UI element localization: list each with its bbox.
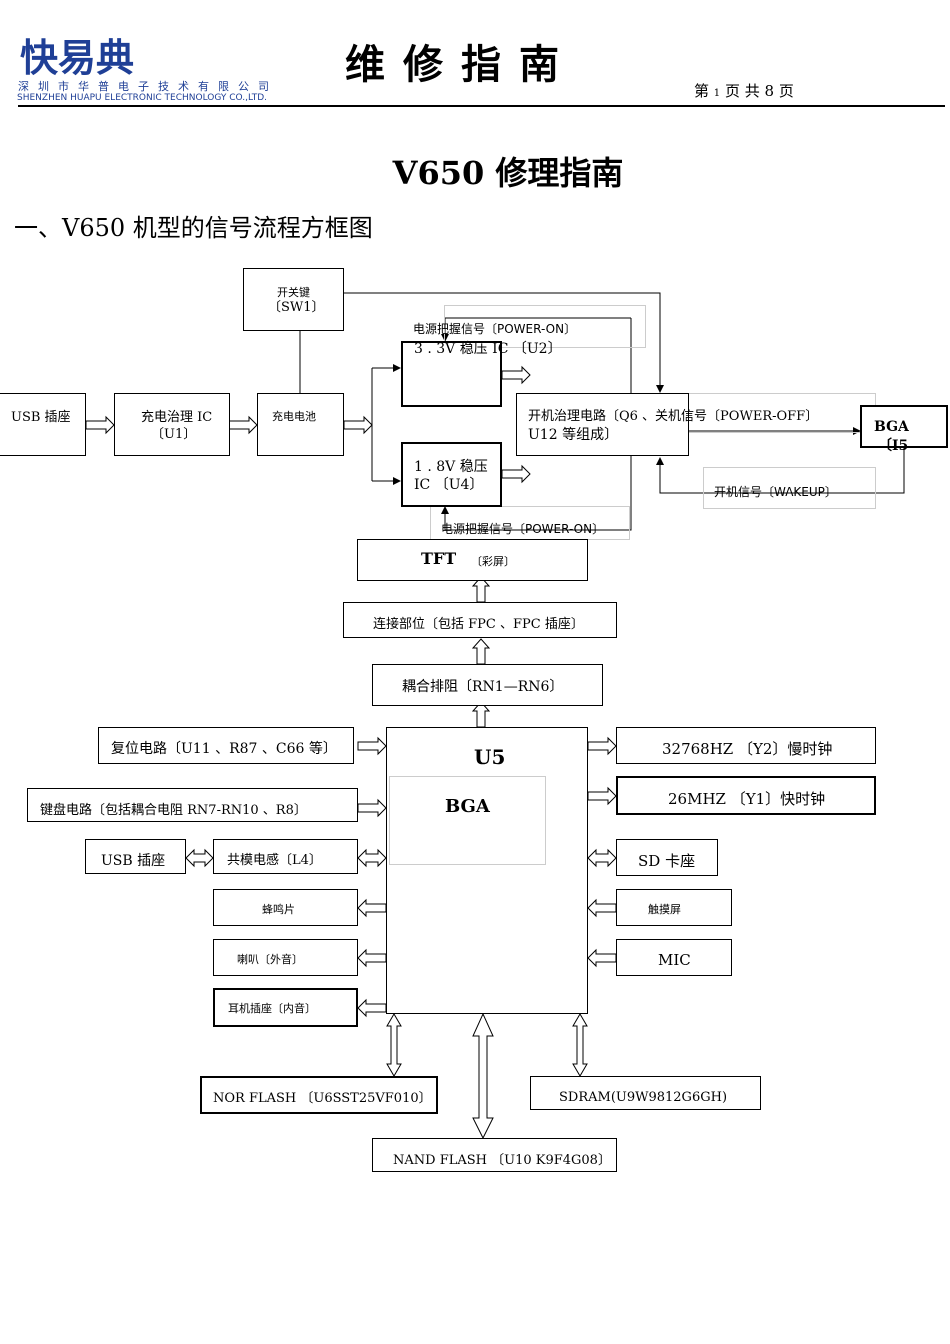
buzzer-label: 蜂鸣片 xyxy=(262,903,295,916)
regulator-33v-box: 3 . 3V 稳压 IC 〔U2〕 xyxy=(401,341,562,407)
regulator-18v-line1: 1 . 8V 稳压 xyxy=(414,459,488,475)
power-hold-bottom-label: 电源把握信号〔POWER-ON〕 xyxy=(441,522,605,536)
buzzer-box: 蜂鸣片 xyxy=(213,889,358,926)
charge-ic-ref: 〔U1〕 xyxy=(151,427,197,442)
nand-flash-label: NAND FLASH 〔U10 K9F4G08〕 xyxy=(393,1153,611,1168)
tft-label: TFT xyxy=(421,549,457,568)
faint-frame xyxy=(444,305,646,348)
sd-card-box: SD 卡座 xyxy=(616,839,718,876)
usb-socket-label: USB 插座 xyxy=(101,853,166,869)
usb-input-label: USB 插座 xyxy=(11,410,71,425)
connector-label: 连接部位〔包括 FPC 、FPC 插座〕 xyxy=(373,617,584,632)
u5-label: U5 xyxy=(474,745,506,769)
header-divider xyxy=(18,105,945,107)
bga-label: BGA xyxy=(445,796,490,817)
touchscreen-label: 触摸屏 xyxy=(648,903,681,916)
coupling-label: 耦合排阻〔RN1—RN6〕 xyxy=(402,679,564,695)
earphone-box: 耳机插座〔内音〕 xyxy=(213,988,358,1027)
tft-box: TFT 〔彩屏〕 xyxy=(357,539,588,581)
slow-clock-box: 32768HZ 〔Y2〕慢时钟 xyxy=(616,727,876,764)
nor-flash-label: NOR FLASH 〔U6SST25VF010〕 xyxy=(213,1091,432,1106)
charge-ic-label: 充电治理 IC xyxy=(141,410,213,425)
bga-small-box: BGA 〔I5 xyxy=(860,405,948,454)
connector-box: 连接部位〔包括 FPC 、FPC 插座〕 xyxy=(343,602,617,638)
document-title: V650 修理指南 xyxy=(392,154,624,192)
page-suffix: 页 xyxy=(778,82,794,100)
slow-clock-label: 32768HZ 〔Y2〕慢时钟 xyxy=(662,740,833,758)
tft-sub-label: 〔彩屏〕 xyxy=(471,555,515,568)
switch-key-ref: 〔SW1〕 xyxy=(268,300,325,315)
fast-clock-box: 26MHZ 〔Y1〕快时钟 xyxy=(616,776,876,815)
nand-flash-box: NAND FLASH 〔U10 K9F4G08〕 xyxy=(372,1138,617,1172)
power-hold-top-label: 电源把握信号〔POWER-ON〕 xyxy=(413,322,577,336)
mic-box: MIC xyxy=(616,939,732,976)
company-name-en: SHENZHEN HUAPU ELECTRONIC TECHNOLOGY CO.… xyxy=(17,93,268,103)
regulator-18v-box: 1 . 8V 稳压 IC 〔U4〕 xyxy=(401,442,502,507)
page-current: 1 xyxy=(713,88,721,99)
charge-ic-box: 充电治理 IC 〔U1〕 xyxy=(114,393,230,456)
coupling-box: 耦合排阻〔RN1—RN6〕 xyxy=(372,664,603,706)
page-mid: 页 共 xyxy=(724,82,760,100)
wakeup-label: 开机信号〔WAKEUP〕 xyxy=(714,485,837,499)
speaker-box: 喇叭〔外音〕 xyxy=(213,939,358,976)
bga-small-ref: 〔I5 xyxy=(878,438,909,454)
switch-key-label: 开关键 xyxy=(277,286,310,299)
mic-label: MIC xyxy=(658,951,691,969)
page-total: 8 xyxy=(764,82,775,100)
power-control-line2: U12 等组成〕 xyxy=(528,427,619,443)
common-choke-box: 共模电感〔L4〕 xyxy=(213,839,358,874)
battery-box: 充电电池 xyxy=(257,393,344,456)
common-choke-label: 共模电感〔L4〕 xyxy=(227,853,322,868)
regulator-18v-line2: IC 〔U4〕 xyxy=(414,477,484,493)
sd-card-label: SD 卡座 xyxy=(638,852,696,870)
page-prefix: 第 xyxy=(694,82,710,100)
fast-clock-label: 26MHZ 〔Y1〕快时钟 xyxy=(668,790,826,808)
sdram-box: SDRAM(U9W9812G6GH) xyxy=(530,1076,761,1110)
regulator-33v-label: 3 . 3V 稳压 IC 〔U2〕 xyxy=(414,341,562,357)
page-indicator: 第 1 页 共 8 页 xyxy=(694,80,794,101)
keyboard-circuit-box: 键盘电路〔包括耦合电阻 RN7-RN10 、R8〕 xyxy=(27,788,358,822)
battery-label: 充电电池 xyxy=(272,410,316,423)
usb-input-box: USB 插座 xyxy=(0,393,86,456)
reset-circuit-label: 复位电路〔U11 、R87 、C66 等〕 xyxy=(111,741,337,757)
power-control-box: 开机治理电路〔Q6 、关机信号〔POWER-OFF〕 U12 等组成〕 xyxy=(516,393,818,456)
reset-circuit-box: 复位电路〔U11 、R87 、C66 等〕 xyxy=(98,727,354,764)
switch-key-box: 开关键 〔SW1〕 xyxy=(243,268,344,331)
u5-main-box: U5 BGA xyxy=(386,727,588,1014)
section-heading: 一、V650 机型的信号流程方框图 xyxy=(14,214,373,242)
speaker-label: 喇叭〔外音〕 xyxy=(237,953,303,966)
keyboard-circuit-label: 键盘电路〔包括耦合电阻 RN7-RN10 、R8〕 xyxy=(40,803,307,818)
earphone-label: 耳机插座〔内音〕 xyxy=(228,1002,316,1015)
faint-frame xyxy=(703,467,876,509)
bga-inner-frame xyxy=(389,776,546,865)
power-control-line1: 开机治理电路〔Q6 、关机信号〔POWER-OFF〕 xyxy=(528,409,819,424)
usb-socket-box: USB 插座 xyxy=(85,839,186,874)
header-title: 维修指南 xyxy=(345,42,577,88)
touchscreen-box: 触摸屏 xyxy=(616,889,732,926)
company-name-cn: 深圳市华普电子技术有限公司 xyxy=(18,80,278,93)
sdram-label: SDRAM(U9W9812G6GH) xyxy=(559,1090,728,1105)
company-logo: 快易典 xyxy=(20,36,135,80)
bga-small-label: BGA xyxy=(874,419,909,435)
nor-flash-box: NOR FLASH 〔U6SST25VF010〕 xyxy=(200,1076,438,1114)
